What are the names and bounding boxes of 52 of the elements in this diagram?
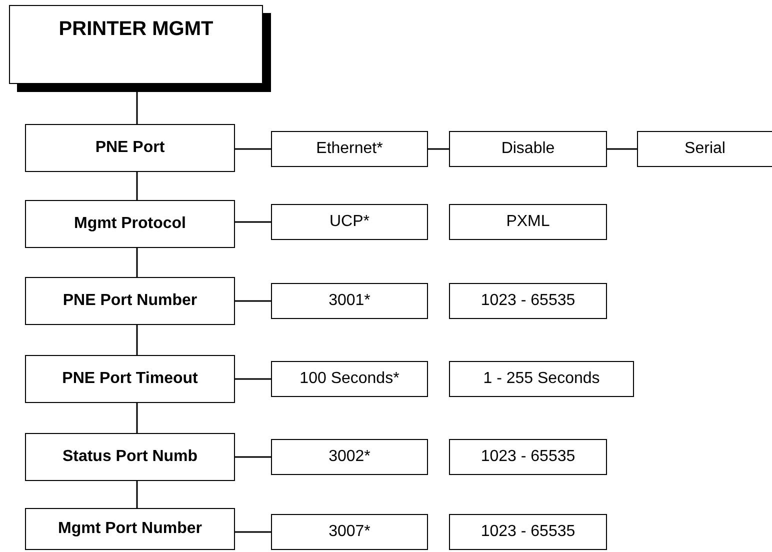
option-box bbox=[271, 514, 428, 550]
node-label: 1023 - 65535 bbox=[480, 448, 576, 466]
node-label: PNE Port Timeout bbox=[62, 370, 198, 388]
node-label: 1023 - 65535 bbox=[480, 523, 576, 541]
option-box bbox=[449, 131, 607, 167]
option-box bbox=[271, 131, 428, 167]
connector-line bbox=[235, 148, 271, 150]
menu-item-box bbox=[25, 124, 235, 172]
connector-line bbox=[428, 148, 449, 150]
connector-line bbox=[136, 325, 138, 355]
connector-line bbox=[235, 221, 271, 223]
node-label: PNE Port bbox=[95, 139, 165, 157]
node-label: 3007* bbox=[328, 523, 370, 541]
menu-item-box bbox=[25, 277, 235, 325]
connector-line bbox=[136, 481, 138, 508]
node-label: 100 Seconds* bbox=[300, 370, 400, 388]
node-label: 3002* bbox=[328, 448, 370, 466]
node-label: PRINTER MGMT bbox=[58, 18, 214, 41]
connector-line bbox=[235, 531, 271, 533]
connector-line bbox=[136, 403, 138, 433]
node-label: PNE Port Number bbox=[62, 292, 198, 310]
node-label: 3001* bbox=[328, 292, 370, 310]
node-label: Mgmt Port Number bbox=[58, 520, 202, 538]
option-box bbox=[637, 131, 772, 167]
node-label: Mgmt Protocol bbox=[74, 215, 186, 233]
connector-line bbox=[235, 300, 271, 302]
menu-item-box bbox=[25, 355, 235, 403]
connector-line bbox=[136, 172, 138, 200]
option-box bbox=[449, 283, 607, 319]
option-box bbox=[449, 439, 607, 475]
node-label: Serial bbox=[684, 140, 726, 158]
connector-line bbox=[235, 456, 271, 458]
menu-item-box bbox=[25, 200, 235, 248]
connector-line bbox=[136, 248, 138, 277]
node-label: UCP* bbox=[329, 213, 370, 231]
node-label: Disable bbox=[501, 140, 555, 158]
option-box bbox=[271, 283, 428, 319]
node-label: 1023 - 65535 bbox=[480, 292, 576, 310]
menu-item-box bbox=[25, 508, 235, 550]
option-box bbox=[271, 439, 428, 475]
node-label: Status Port Numb bbox=[62, 448, 198, 466]
option-box bbox=[449, 361, 634, 397]
node-label: PXML bbox=[506, 213, 550, 231]
connector-line bbox=[607, 148, 637, 150]
option-box bbox=[449, 514, 607, 550]
menu-item-box bbox=[25, 433, 235, 481]
option-box bbox=[271, 204, 428, 240]
option-box bbox=[449, 204, 607, 240]
option-box bbox=[271, 361, 428, 397]
connector-line bbox=[235, 378, 271, 380]
node-label: 1 - 255 Seconds bbox=[483, 370, 600, 388]
node-label: Ethernet* bbox=[316, 140, 383, 158]
